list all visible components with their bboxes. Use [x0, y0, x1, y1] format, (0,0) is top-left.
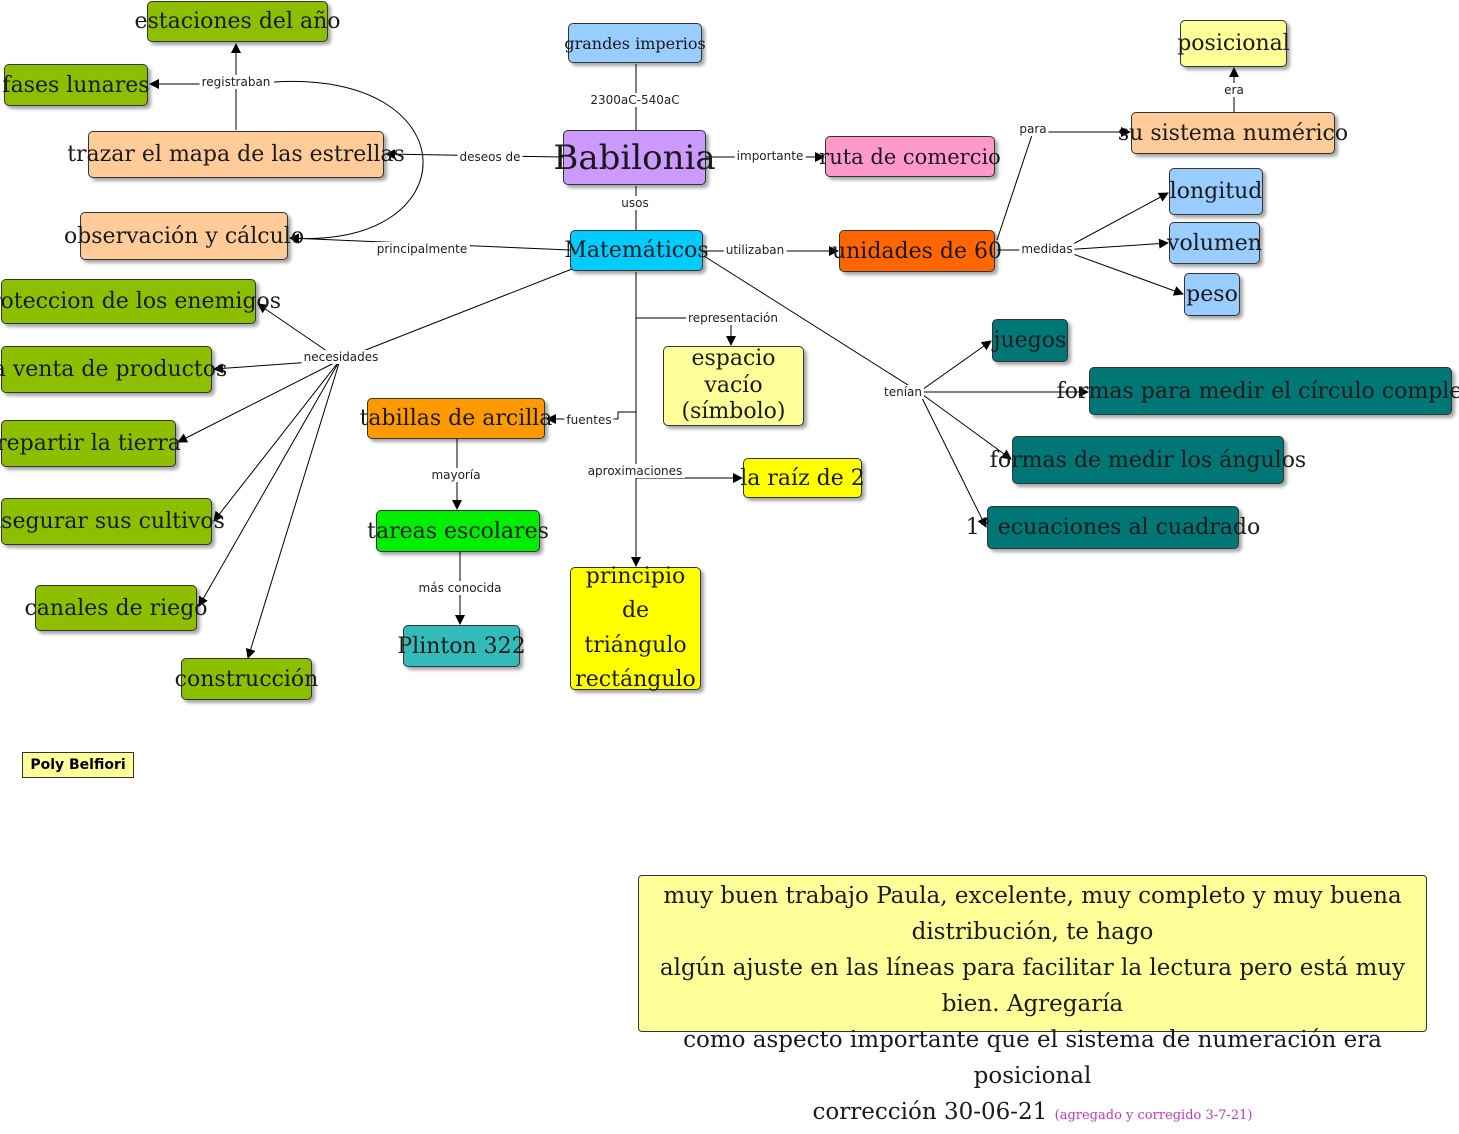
- node-raiz[interactable]: la raíz de 2: [740, 458, 865, 498]
- node-estaciones[interactable]: estaciones del año: [135, 1, 341, 42]
- node-trazar-mapa[interactable]: trazar el mapa de las estrellas: [67, 131, 405, 178]
- teacher-note: muy buen trabajo Paula, excelente, muy c…: [638, 875, 1427, 1125]
- node-unidades-60[interactable]: unidades de 60: [832, 230, 1002, 272]
- note-correction-small: (agregado y corregido 3-7-21): [1054, 1108, 1253, 1123]
- note-line-1: muy buen trabajo Paula, excelente, muy c…: [663, 883, 1402, 945]
- connector-lines: [149, 43, 1239, 659]
- node-repartir[interactable]: repartir la tierra: [0, 420, 181, 467]
- link-label-deseos-de: deseos de: [457, 150, 523, 164]
- node-grandes-imperios[interactable]: grandes imperios: [564, 23, 706, 63]
- link-label-registraban: registraban: [199, 75, 273, 89]
- node-juegos[interactable]: juegos: [992, 319, 1068, 362]
- link-label-necesidades: necesidades: [301, 350, 381, 364]
- link-label-era: era: [1222, 83, 1246, 97]
- node-plinton[interactable]: Plinton 322: [397, 625, 526, 667]
- node-ecuaciones[interactable]: 1° ecuaciones al cuadrado: [966, 506, 1260, 549]
- node-venta[interactable]: la venta de productos: [0, 346, 227, 393]
- link-label-mas-conocida: más conocida: [416, 581, 504, 595]
- node-canales[interactable]: canales de riego: [24, 585, 208, 631]
- note-line-4: corrección 30-06-21 (agregado y corregid…: [639, 1094, 1426, 1134]
- link-label-usos: usos: [619, 196, 651, 210]
- node-peso[interactable]: peso: [1184, 273, 1240, 316]
- node-sistema-numerico[interactable]: su sistema numérico: [1118, 112, 1348, 154]
- node-angulos[interactable]: formas de medir los ángulos: [990, 436, 1306, 484]
- link-label-fecha: 2300aC-540aC: [588, 93, 682, 107]
- link-label-utilizaban: utilizaban: [723, 243, 787, 257]
- node-construccion[interactable]: construcción: [175, 658, 318, 700]
- link-label-tenian: tenían: [882, 385, 924, 399]
- node-fases-lunares[interactable]: fases lunares: [2, 64, 150, 106]
- link-label-mayoria: mayoría: [429, 468, 483, 482]
- link-label-importante: importante: [734, 149, 806, 163]
- note-line-3: como aspecto importante que el sistema d…: [683, 1027, 1382, 1089]
- link-label-medidas: medidas: [1019, 242, 1075, 256]
- node-observacion[interactable]: observación y cálculo: [64, 212, 304, 260]
- node-volumen[interactable]: volumen: [1167, 222, 1262, 264]
- node-longitud[interactable]: longitud: [1169, 168, 1263, 215]
- author-label: Poly Belfiori: [22, 752, 134, 778]
- node-espacio-vacio[interactable]: espacio vacío (símbolo): [663, 346, 804, 426]
- node-matematicos[interactable]: Matemáticos: [564, 230, 709, 271]
- link-label-fuentes: fuentes: [564, 413, 614, 427]
- link-label-representacion: representación: [686, 311, 780, 325]
- node-asegurar[interactable]: asegurar sus cultivos: [0, 498, 225, 545]
- note-correction-date: corrección 30-06-21: [812, 1099, 1048, 1125]
- node-babilonia[interactable]: Babilonia: [553, 130, 716, 185]
- node-principio[interactable]: principio de triángulo rectángulo: [570, 564, 701, 692]
- note-line-2: algún ajuste en las líneas para facilita…: [659, 955, 1406, 1017]
- link-label-aproximaciones: aproximaciones: [585, 464, 685, 478]
- node-proteccion[interactable]: proteccion de los enemigos: [0, 279, 281, 324]
- node-tabillas[interactable]: tabillas de arcilla: [360, 398, 552, 439]
- link-label-para: para: [1017, 122, 1049, 136]
- node-ruta-comercio[interactable]: ruta de comercio: [819, 136, 1001, 177]
- node-tareas[interactable]: tareas escolares: [367, 510, 549, 552]
- node-circulo[interactable]: formas para medir el círculo completo: [1057, 367, 1459, 415]
- link-label-principalmente: principalmente: [374, 242, 470, 256]
- node-posicional[interactable]: posicional: [1177, 20, 1290, 67]
